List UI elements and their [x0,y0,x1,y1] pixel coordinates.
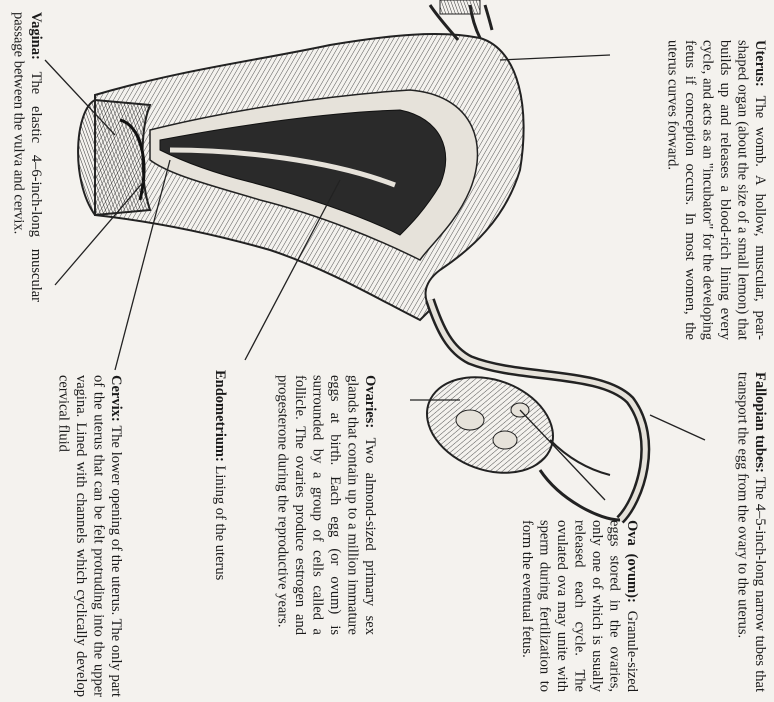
fallopian-term: Fallopian tubes: [752,372,768,473]
vagina-shape [78,100,150,215]
ovaries-term: Ovaries: [362,375,378,428]
annotation-endometrium: Endometrium: Lining of the uterus [200,370,228,630]
annotation-cervix: Cervix: The lower opening of the uterus.… [40,375,124,697]
uterus-term: Uterus: [752,40,768,87]
uterus-shape [95,34,524,320]
annotation-fallopian-tubes: Fallopian tubes: The 4–5-inch-long narro… [692,372,768,692]
ova-body: Granule-sized eggs stored in the ovaries… [519,520,640,692]
annotation-ovaries: Ovaries: Two almond-sized primary sex gl… [258,375,378,635]
vagina-term: Vagina: [28,12,44,60]
annotation-uterus: Uterus: The womb. A hollow, muscular, pe… [620,40,768,340]
annotation-ova: Ova (ovum): Granule-sized eggs stored in… [440,520,640,692]
cervix-body: The lower opening of the uterus. The onl… [56,375,125,697]
endometrium-term: Endometrium: [212,370,228,462]
annotation-vagina: Vagina: The elastic 4–6-inch-long muscul… [4,12,44,302]
cervix-term: Cervix: [108,375,124,422]
ova-term: Ova (ovum): [624,520,640,603]
endometrium-body: Lining of the uterus [212,465,228,580]
